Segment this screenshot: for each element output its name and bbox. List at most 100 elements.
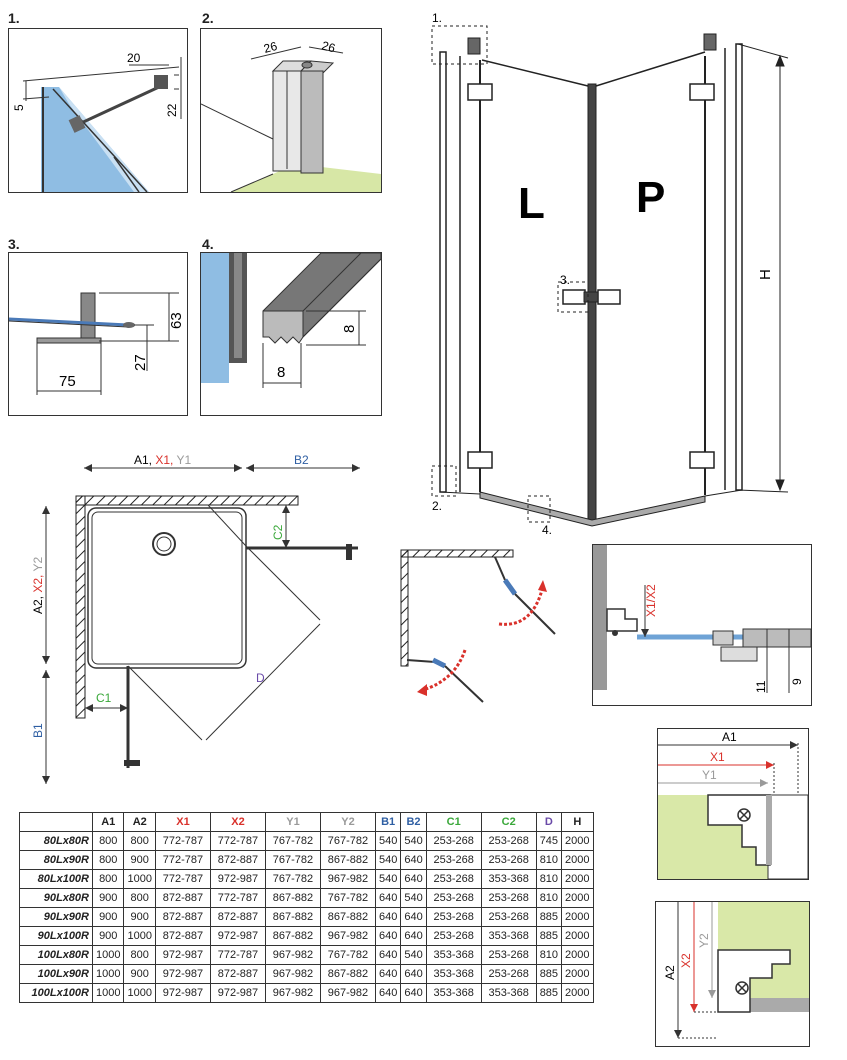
detail-1-dim-left: 5 [12,104,26,111]
table-cell: 2000 [561,888,594,908]
table-cell: 253-268 [425,850,482,870]
top-detail-x1: X1 [710,750,725,764]
table-cell: 1000 [91,983,125,1003]
height-label: H [757,269,774,280]
table-cell: 900 [91,926,125,946]
table-cell: 900 [123,850,156,870]
table-header: D [535,812,563,832]
table-cell: 1000 [123,983,156,1003]
table-cell: 353-368 [480,983,537,1003]
side-detail-x2: X2 [679,953,693,968]
table-cell: 867-882 [319,850,376,870]
table-cell: 253-268 [425,926,482,946]
table-cell: 253-268 [480,945,537,965]
adjust-detail-panel: X1/X2 11 9 [592,544,812,706]
plan-d: D [256,671,265,685]
plan-view: A1, X1, Y1 B2 D C2 A2, X2, Y2 B1 [28,448,388,790]
table-cell: 900 [123,964,156,984]
table-cell: 253-268 [425,869,482,889]
table-cell: 353-368 [425,945,482,965]
table-cell-model: 100Lx90R [19,964,93,984]
table-cell: 772-787 [209,945,266,965]
detail-4-panel: 8 8 [200,252,382,416]
table-cell: 640 [400,964,427,984]
dimensions-table: A1 A2 X1 X2 Y1 Y2 B1 B2 C1 C2 D H 80Lx80… [19,812,594,1003]
table-cell: 767-782 [319,888,376,908]
table-cell: 767-782 [264,831,321,851]
table-cell: 540 [374,869,402,889]
table-cell: 972-987 [209,869,266,889]
table-cell: 900 [91,907,125,927]
table-cell-model: 100Lx80R [19,945,93,965]
table-header: B1 [374,812,402,832]
callout-4: 4. [542,523,552,537]
plan-c2: C2 [271,524,285,540]
cabin-svg: L P H 1. 2. 3. 4. [431,11,789,537]
plan-y1: Y1 [177,453,192,467]
table-cell: 640 [400,926,427,946]
table-cell: 800 [91,850,125,870]
table-cell: 872-887 [154,888,211,908]
plan-svg: A1, X1, Y1 B2 D C2 A2, X2, Y2 B1 [31,453,360,784]
detail-1-number: 1. [8,10,20,26]
detail-2-drawing: 26 26 [201,38,381,192]
table-cell: 867-882 [319,907,376,927]
table-cell: 2000 [561,945,594,965]
table-cell: 253-268 [425,831,482,851]
table-cell: 772-787 [209,831,266,851]
top-detail-y1: Y1 [702,768,717,782]
table-header: B2 [400,812,427,832]
table-cell: 867-882 [264,888,321,908]
detail-2-number: 2. [202,10,214,26]
table-cell: 353-368 [425,983,482,1003]
table-cell: 540 [400,888,427,908]
table-cell: 2000 [561,869,594,889]
table-cell: 810 [535,869,563,889]
table-header: A2 [123,812,156,832]
table-cell: 2000 [561,850,594,870]
detail-1-dim-right: 22 [165,103,179,117]
table-cell: 1000 [91,945,125,965]
table-cell: 800 [91,831,125,851]
table-header: C2 [480,812,537,832]
table-cell: 885 [535,907,563,927]
table-cell: 867-882 [319,964,376,984]
plan-b1: B1 [31,723,45,738]
side-detail-a2: A2 [663,965,677,980]
table-cell-model: 100Lx100R [19,983,93,1003]
side-detail-panel: A2 X2 Y2 [655,901,810,1047]
table-cell: 810 [535,945,563,965]
top-detail-panel: A1 X1 Y1 [657,728,809,880]
detail-3-dim-lower: 27 [132,354,149,371]
plan-left-dim: A2, X2, Y2 [31,556,45,614]
table-cell: 772-787 [154,831,211,851]
table-cell: 1000 [123,926,156,946]
table-cell: 253-268 [425,888,482,908]
table-cell: 767-782 [319,945,376,965]
table-cell: 745 [535,831,563,851]
table-cell: 967-982 [319,926,376,946]
table-header [19,812,93,832]
adjust-x1x2: X1/X2 [644,584,658,617]
adjust-detail-svg: X1/X2 11 9 [593,545,811,693]
table-cell: 885 [535,983,563,1003]
plan-b2: B2 [294,453,309,467]
table-cell: 872-887 [209,907,266,927]
plan-c1: C1 [96,691,112,705]
table-cell: 967-982 [319,983,376,1003]
detail-3-drawing: 63 27 75 [9,292,185,395]
table-cell: 872-887 [154,926,211,946]
table-cell: 772-787 [154,850,211,870]
table-header: X1 [154,812,211,832]
table-cell: 810 [535,850,563,870]
table-cell: 540 [374,831,402,851]
table-cell: 353-368 [425,964,482,984]
